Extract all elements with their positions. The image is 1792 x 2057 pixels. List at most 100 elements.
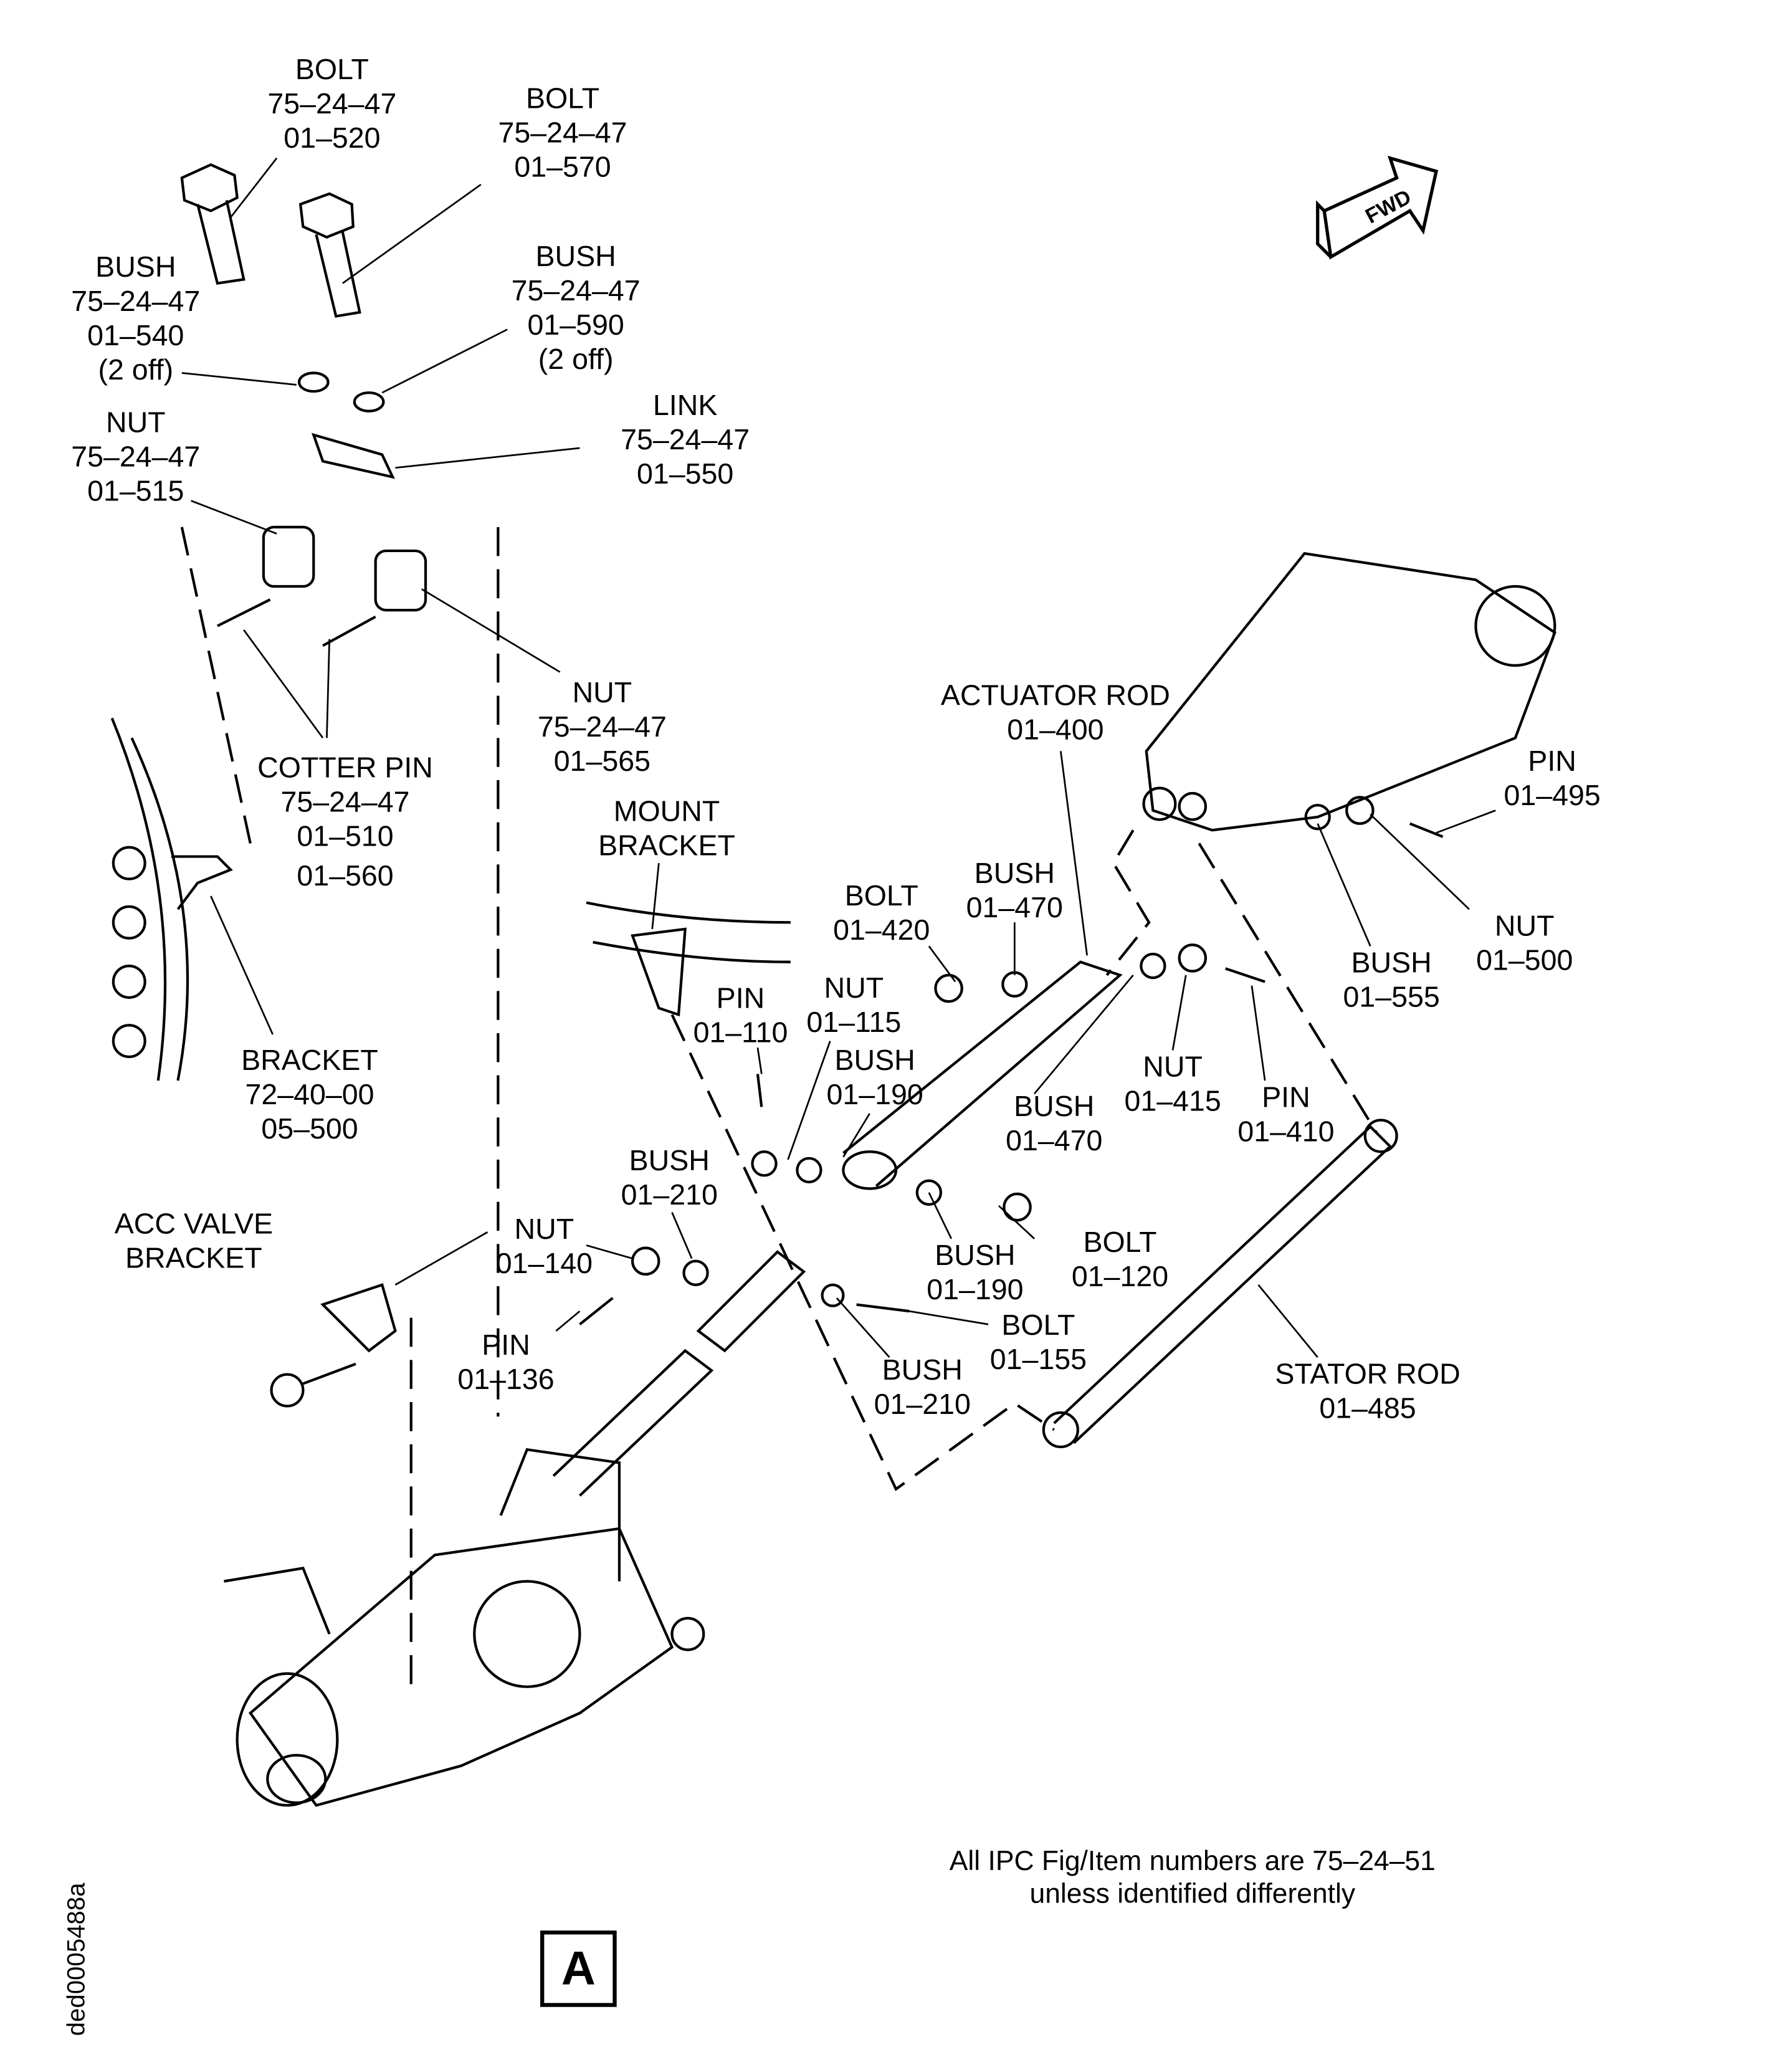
label-line: BUSH — [974, 856, 1055, 890]
label-line: PIN — [1262, 1081, 1310, 1114]
label-line: BUSH — [95, 250, 176, 284]
label-line: 01–210 — [621, 1178, 718, 1211]
leader-lines — [181, 157, 1496, 1358]
label-line: 01–420 — [833, 913, 930, 947]
nut-01-565-shape — [374, 549, 427, 612]
mount-ring-shape — [586, 901, 791, 963]
label-line: 75–24–47 — [537, 710, 667, 743]
valve-tube-shape — [552, 1348, 714, 1497]
label-line: BUSH — [629, 1143, 710, 1177]
label-line: 01–120 — [1071, 1259, 1169, 1293]
label-line: NUT — [1143, 1050, 1203, 1084]
bush-01-540-shape — [297, 371, 330, 393]
label-line: 75–24–47 — [267, 87, 397, 120]
note-line: unless identified differently — [1029, 1879, 1356, 1910]
label-line: 75–24–47 — [71, 440, 201, 474]
label-line: 01–515 — [87, 474, 184, 508]
label-line: 75–24–47 — [621, 422, 750, 456]
note-line: All IPC Fig/Item numbers are 75–24–51 — [949, 1846, 1436, 1877]
stator-rod-shape — [1053, 1125, 1393, 1444]
cotter-pins-shape — [216, 598, 376, 647]
label-line: BOLT — [295, 52, 369, 86]
case-nuts-shape — [112, 846, 146, 1059]
label-line: 75–24–47 — [498, 116, 627, 149]
label-line: PIN — [716, 981, 765, 1015]
label-line: (2 off) — [98, 353, 174, 386]
label-line: 01–500 — [1476, 943, 1573, 976]
label-line: 01–210 — [874, 1387, 971, 1421]
label-line: 01–570 — [514, 150, 611, 183]
label-line: 01–470 — [966, 890, 1063, 924]
label-line: 01–140 — [495, 1246, 593, 1280]
label-line: BOLT — [1001, 1308, 1075, 1342]
bush-01-590-shape — [353, 391, 385, 413]
label-line: 01–560 — [297, 859, 394, 892]
label-line: 01–190 — [826, 1077, 923, 1111]
label-line: 01–470 — [1006, 1124, 1103, 1157]
label-line: NUT — [1494, 909, 1555, 943]
label-line: 75–24–47 — [280, 785, 410, 819]
label-line: 01–540 — [87, 318, 184, 352]
label-line: ACC VALVE — [114, 1207, 273, 1240]
label-line: 01–565 — [553, 744, 651, 778]
bolt-01-570-shape — [298, 192, 361, 318]
label-line: 01–415 — [1124, 1084, 1221, 1118]
label-line: NUT — [105, 406, 166, 439]
label-line: ACTUATOR ROD — [940, 679, 1170, 712]
label-line: 01–136 — [457, 1362, 555, 1396]
acc-valve-assembly-shape — [224, 1448, 674, 1807]
label-line: 01–520 — [284, 121, 381, 155]
label-line: BUSH — [834, 1043, 915, 1077]
label-line: BRACKET — [598, 829, 735, 862]
label-line: 01–495 — [1504, 778, 1601, 812]
label-line: 75–24–47 — [71, 284, 201, 318]
label-line: 05–500 — [261, 1112, 358, 1145]
label-line: BUSH — [882, 1353, 963, 1386]
label-line: STATOR ROD — [1275, 1357, 1461, 1391]
actuator-body-shape — [1145, 551, 1556, 832]
small-hardware-shapes — [270, 796, 1444, 1651]
bracket-05-500-shape — [171, 855, 233, 910]
label-line: COTTER PIN — [257, 751, 433, 785]
label-line: NUT — [572, 675, 632, 709]
label-line: NUT — [514, 1212, 574, 1246]
link-shape — [311, 432, 395, 479]
engine-case-shape — [110, 717, 189, 1081]
actuator-end-shape — [1474, 585, 1556, 667]
label-line: PIN — [1528, 744, 1576, 778]
label-line: BUSH — [1351, 946, 1432, 980]
fwd-arrow-icon — [1316, 155, 1439, 260]
label-line: BUSH — [1014, 1089, 1095, 1123]
assembly-dashed-lines — [180, 527, 1378, 1694]
label-line: 01–550 — [637, 457, 734, 490]
label-line: PIN — [482, 1328, 530, 1362]
label-line: BOLT — [844, 879, 918, 912]
label-line: LINK — [652, 388, 718, 422]
label-line: BUSH — [935, 1238, 1016, 1272]
